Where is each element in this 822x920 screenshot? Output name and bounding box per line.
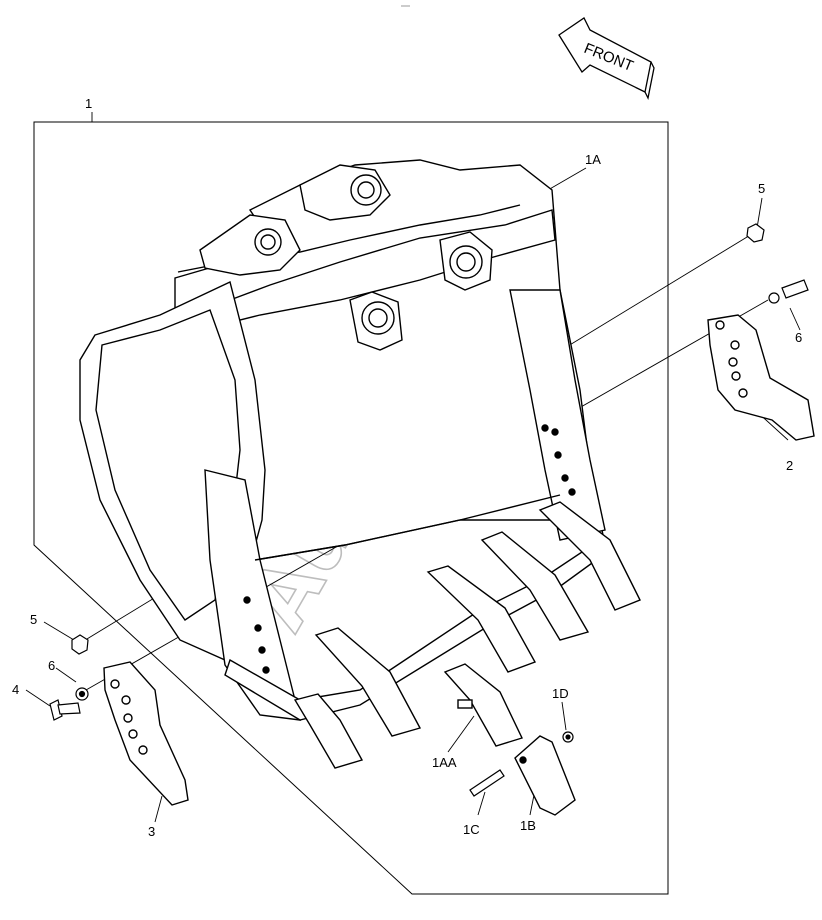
callout-6-left: 6 bbox=[48, 658, 55, 673]
callout-3: 3 bbox=[148, 824, 155, 839]
bolt-right-icon bbox=[781, 279, 809, 299]
tooth-point-1B bbox=[514, 735, 576, 816]
callout-1B: 1B bbox=[520, 818, 536, 833]
callout-1: 1 bbox=[85, 96, 92, 111]
callout-1C: 1C bbox=[463, 822, 480, 837]
callout-5-right: 5 bbox=[758, 181, 765, 196]
callout-5-left: 5 bbox=[30, 612, 37, 627]
assembly-boundary-line bbox=[33, 121, 669, 895]
hardware-left bbox=[49, 634, 89, 721]
hardware-right bbox=[746, 223, 809, 304]
front-arrow-icon: FRONT bbox=[558, 17, 655, 100]
retainer-1D bbox=[562, 731, 574, 743]
side-cutter-3 bbox=[103, 661, 189, 806]
callout-2: 2 bbox=[786, 458, 793, 473]
side-cutter-2 bbox=[707, 314, 815, 441]
callout-1A: 1A bbox=[585, 152, 601, 167]
callout-6-right: 6 bbox=[795, 330, 802, 345]
nut-5-right-icon bbox=[746, 223, 765, 243]
callout-labels: 1 1A 5 6 2 5 6 4 3 1AA 1D 1C 1B bbox=[12, 96, 802, 839]
linkage-bosses bbox=[199, 164, 493, 351]
callout-4: 4 bbox=[12, 682, 19, 697]
washer-6-right-icon bbox=[768, 292, 780, 304]
bolt-4-shank-icon bbox=[57, 702, 81, 715]
callout-1AA: 1AA bbox=[432, 755, 457, 770]
bucket-teeth bbox=[293, 501, 641, 769]
pin-1C bbox=[469, 769, 505, 797]
nut-5-left-icon bbox=[71, 634, 89, 655]
callout-1D: 1D bbox=[552, 686, 569, 701]
tooth-adapter-1AA bbox=[443, 663, 523, 747]
